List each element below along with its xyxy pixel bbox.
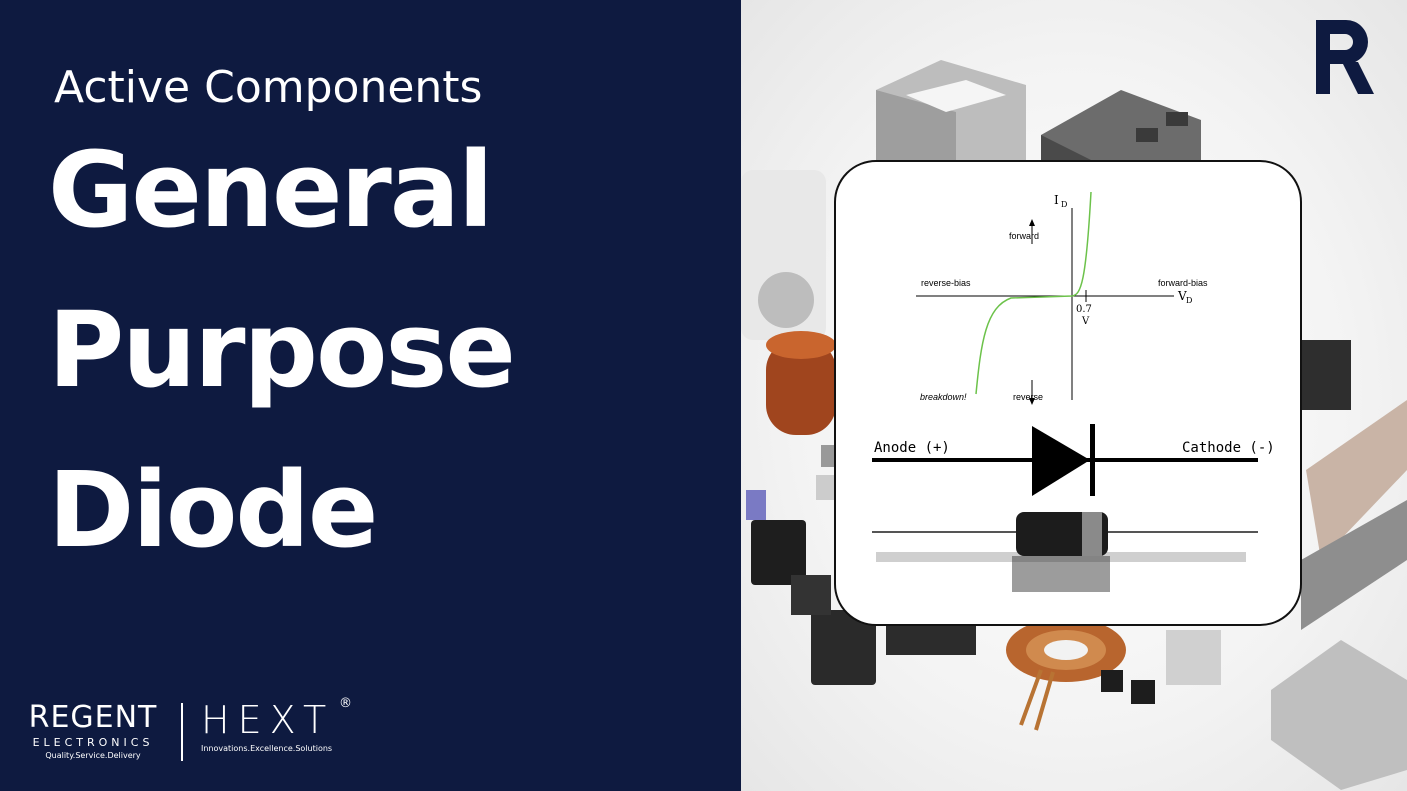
diode-triangle: [1032, 426, 1090, 496]
power-inductor-2: [811, 610, 876, 685]
pcb-strip: [1306, 400, 1407, 560]
title-line-1: General: [48, 129, 494, 251]
metal-shield: [1271, 640, 1407, 790]
hext-tagline: Innovations.Excellence.Solutions: [201, 744, 333, 753]
forward-label: forward: [1009, 231, 1039, 241]
reverse-label: reverse: [1013, 392, 1043, 402]
cathode-label: Cathode (-): [1182, 440, 1275, 456]
power-inductor-3: [791, 575, 831, 615]
diode-band: [1082, 512, 1102, 556]
power-inductor-1: [751, 520, 806, 585]
forward-arrowhead: [1029, 219, 1035, 226]
y-axis-sub: D: [1061, 200, 1067, 209]
r-logo-icon: [1316, 20, 1374, 94]
forward-bias-label: forward-bias: [1158, 278, 1208, 288]
diode-body-shadow: [1012, 556, 1110, 592]
reverse-arrowhead: [1029, 398, 1035, 405]
title-line-2: Purpose: [48, 289, 516, 411]
braided-cable: [1301, 500, 1407, 630]
small-part-2: [1131, 680, 1155, 704]
switch-component: [1166, 630, 1221, 685]
diode-info-card: I D forward reverse-bias forward-bias V …: [834, 160, 1302, 626]
breakdown-label: breakdown!: [920, 392, 967, 402]
y-axis-label: I: [1054, 193, 1059, 207]
iv-curve: [975, 191, 1092, 395]
chip-3: [746, 490, 766, 520]
toroid-inductor: [766, 331, 836, 435]
title-panel: Active Components General Purpose Diode …: [0, 0, 741, 791]
small-part-1: [1101, 670, 1123, 692]
regent-name: REGENT: [28, 700, 158, 735]
regent-sub: ELECTRONICS: [32, 736, 154, 749]
registered-mark: ®: [339, 696, 352, 711]
hext-name: HEXT: [201, 698, 335, 742]
electronic-components-illustration: [741, 60, 1407, 790]
anode-label: Anode (+): [874, 440, 950, 456]
x-axis-label: V: [1177, 289, 1187, 303]
threshold-unit: V: [1081, 316, 1090, 327]
logo-divider: [181, 703, 183, 761]
chip-2: [816, 475, 838, 500]
x-axis-sub: D: [1186, 296, 1192, 305]
hext-logo: HEXT ® Innovations.Excellence.Solutions: [201, 696, 352, 754]
category-label: Active Components: [54, 62, 483, 113]
ic-socket: [1301, 340, 1351, 410]
title-line-3: Diode: [48, 449, 378, 571]
copper-coil: [1006, 618, 1126, 731]
ferrite-clip: [741, 170, 826, 340]
diode-bar: [1090, 424, 1095, 496]
regent-logo: REGENT ELECTRONICS Quality.Service.Deliv…: [18, 703, 168, 761]
regent-tagline: Quality.Service.Delivery: [45, 751, 141, 760]
threshold-value: 0.7: [1076, 304, 1092, 315]
reverse-bias-label: reverse-bias: [921, 278, 971, 288]
diode-diagram: I D forward reverse-bias forward-bias V …: [872, 191, 1275, 592]
